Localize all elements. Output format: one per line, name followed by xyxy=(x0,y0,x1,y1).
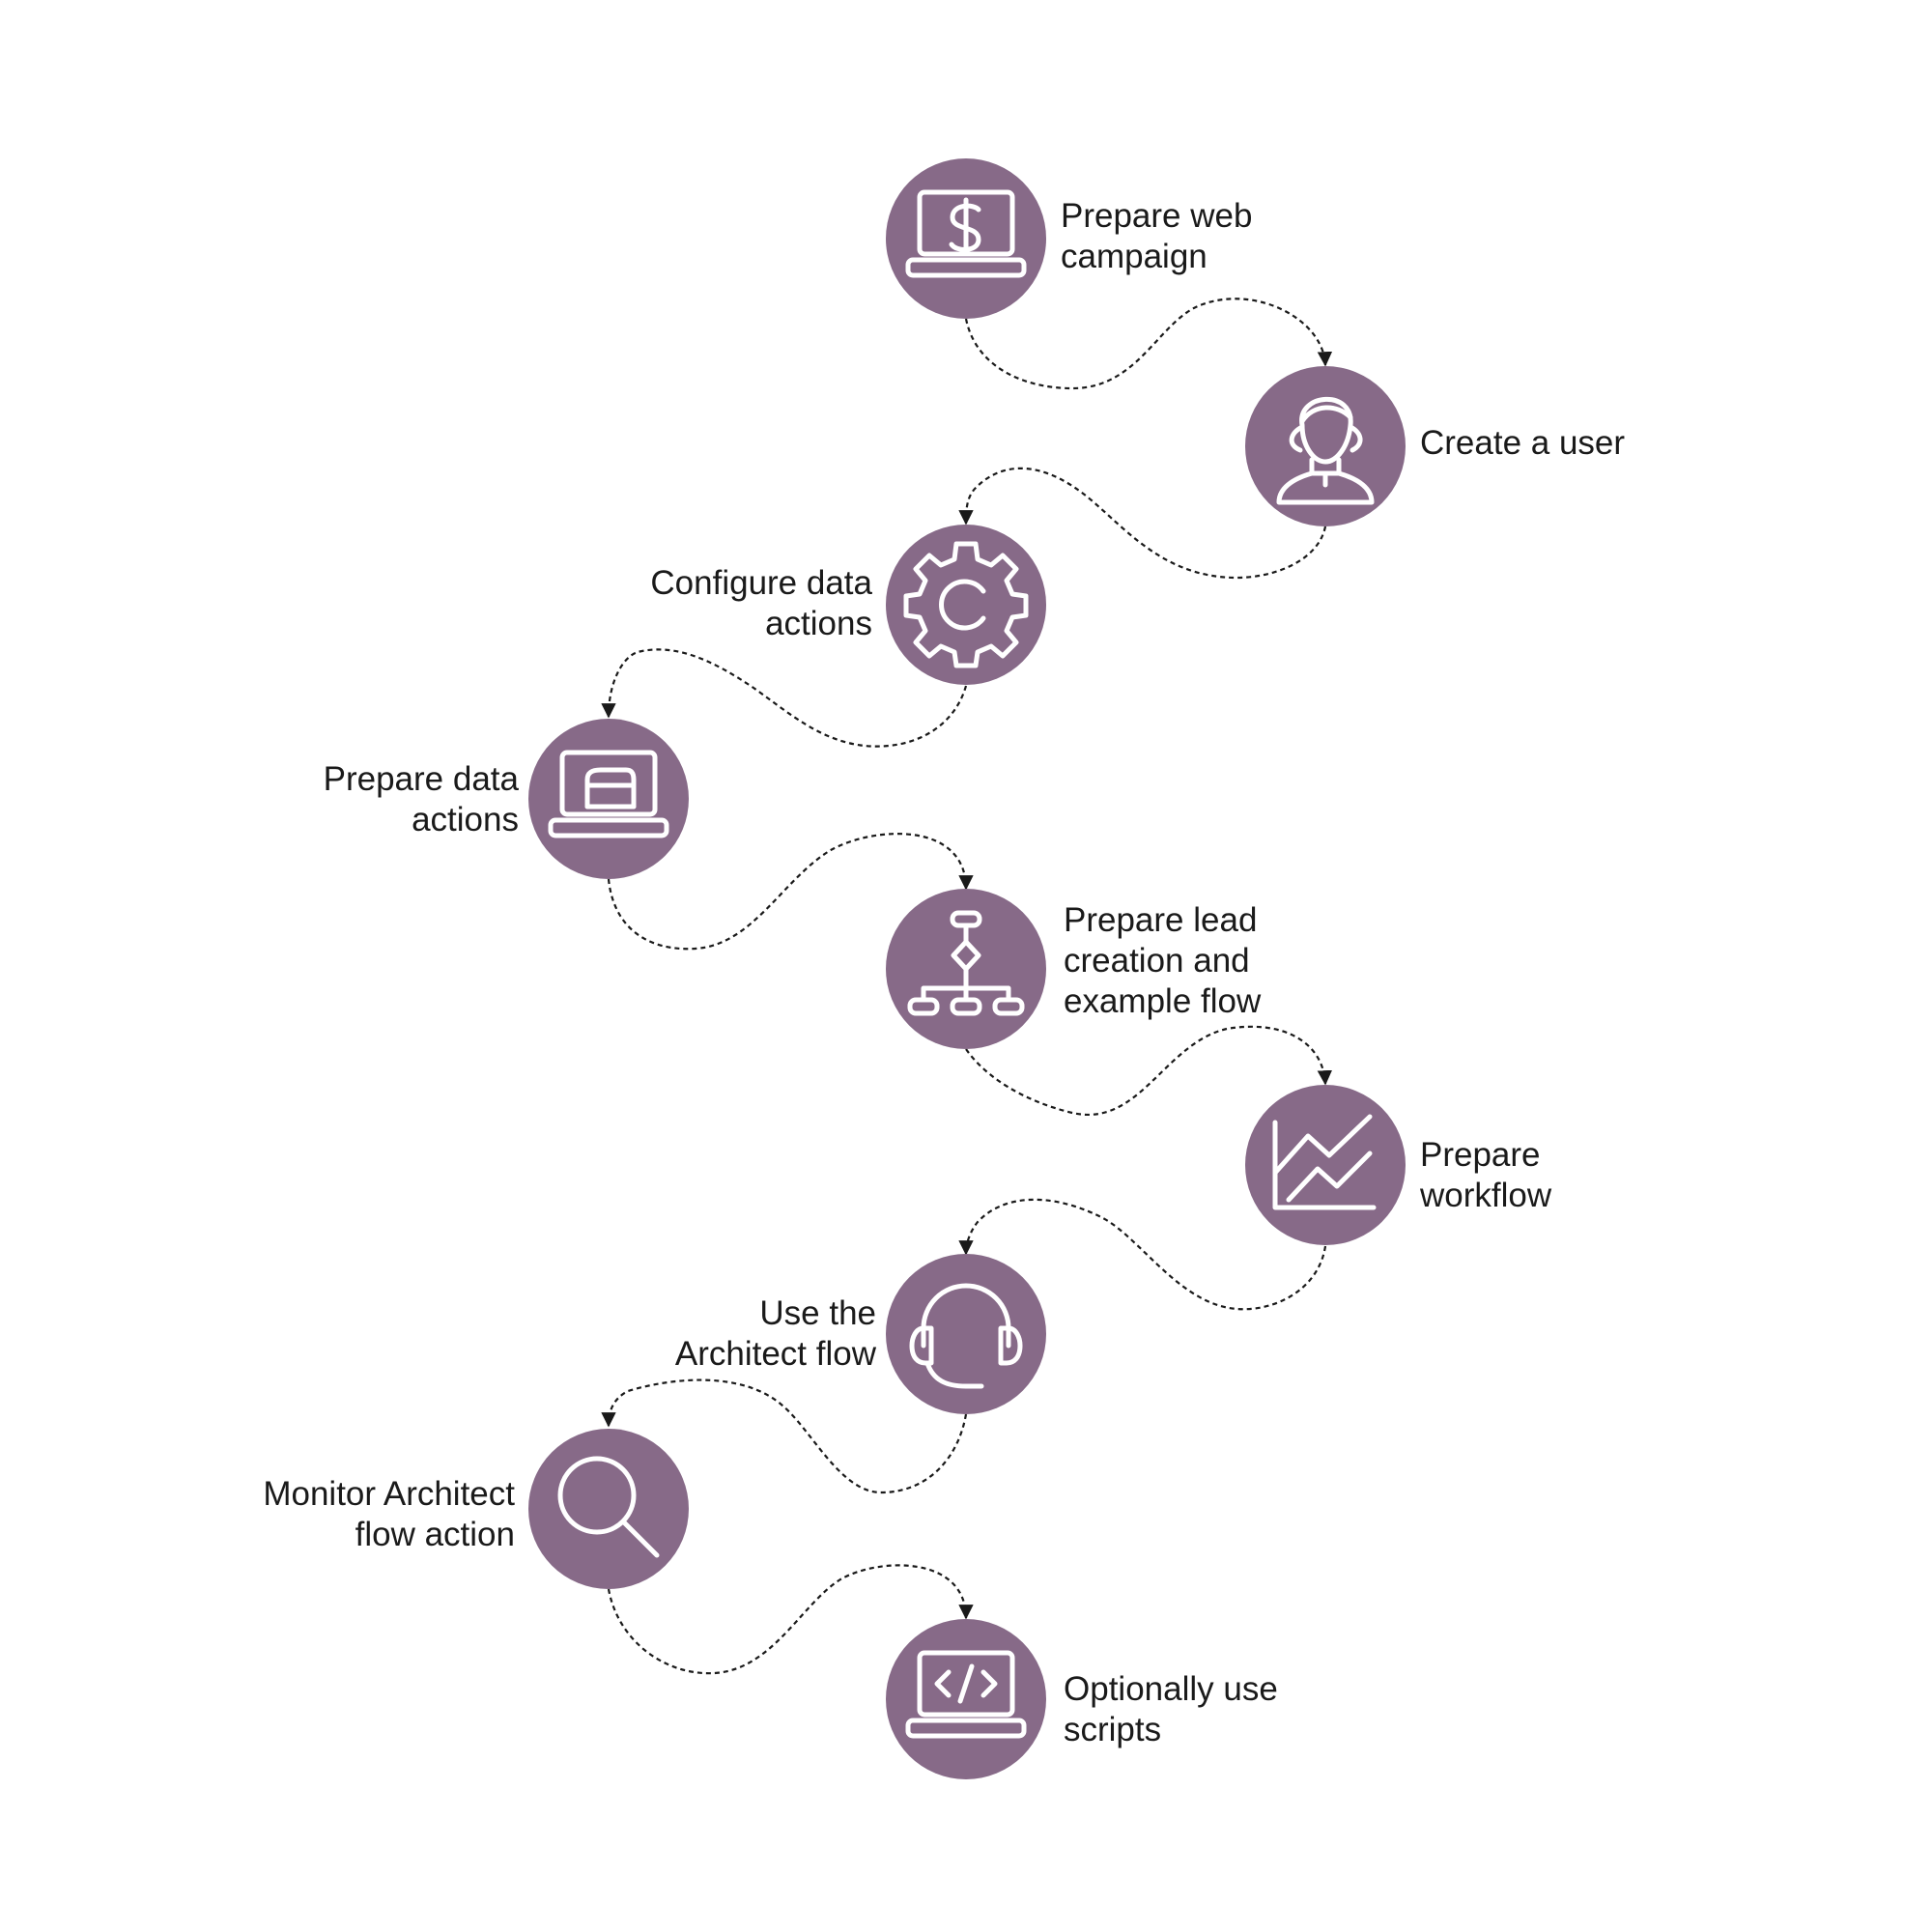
dollar-laptop-icon xyxy=(905,189,1027,278)
gear-icon xyxy=(903,541,1029,668)
step-6-label-line-1: Prepare xyxy=(1420,1136,1541,1174)
step-2-label: Create a user xyxy=(1420,423,1625,464)
flowchart-icon xyxy=(907,910,1025,1016)
line-chart-icon xyxy=(1272,1114,1377,1210)
step-5-label-line-2: creation and xyxy=(1064,942,1250,980)
step-circle-9 xyxy=(886,1619,1046,1779)
laptop-icon xyxy=(548,750,669,838)
connector-1-2 xyxy=(964,298,1333,390)
step-4-label-line-2: actions xyxy=(412,801,519,838)
step-1-label: Prepare web campaign xyxy=(1061,196,1252,277)
user-icon xyxy=(1276,396,1375,505)
code-laptop-icon xyxy=(905,1650,1027,1739)
step-4-label: Prepare data actions xyxy=(324,759,519,840)
step-7-label-line-2: Architect flow xyxy=(674,1335,876,1373)
step-circle-6 xyxy=(1245,1085,1406,1245)
step-9-label: Optionally use scripts xyxy=(1064,1669,1278,1750)
headset-icon xyxy=(909,1283,1023,1389)
step-3-label-line-1: Configure data xyxy=(650,564,872,602)
step-8-label: Monitor Architect flow action xyxy=(263,1474,515,1555)
step-9-label-line-2: scripts xyxy=(1064,1711,1162,1748)
step-7-label-line-1: Use the xyxy=(759,1294,876,1332)
step-circle-3 xyxy=(886,525,1046,685)
search-icon xyxy=(557,1456,660,1558)
step-circle-8 xyxy=(528,1429,689,1589)
connector-7-8 xyxy=(601,1378,968,1494)
connector-4-5 xyxy=(607,833,974,951)
connector-8-9 xyxy=(607,1564,974,1675)
step-7-label: Use the Architect flow xyxy=(675,1293,876,1375)
step-2-label-line-1: Create a user xyxy=(1420,424,1626,462)
step-6-label-line-2: workflow xyxy=(1420,1177,1552,1214)
connector-3-4 xyxy=(601,648,968,748)
step-9-label-line-1: Optionally use xyxy=(1064,1670,1278,1708)
step-6-label: Prepare workflow xyxy=(1420,1135,1551,1216)
connector-6-7 xyxy=(958,1198,1327,1311)
connector-2-3 xyxy=(958,467,1327,580)
step-3-label-line-2: actions xyxy=(765,605,872,642)
step-circle-7 xyxy=(886,1254,1046,1414)
step-5-label: Prepare lead creation and example flow xyxy=(1064,900,1261,1022)
step-5-label-line-3: example flow xyxy=(1064,982,1262,1020)
step-circle-4 xyxy=(528,719,689,879)
step-8-label-line-2: flow action xyxy=(355,1516,515,1553)
step-5-label-line-1: Prepare lead xyxy=(1064,901,1258,939)
step-1-label-line-2: campaign xyxy=(1061,238,1208,275)
step-4-label-line-1: Prepare data xyxy=(323,760,519,798)
connector-5-6 xyxy=(965,1025,1333,1116)
step-3-label: Configure data actions xyxy=(650,563,872,644)
step-1-label-line-1: Prepare web xyxy=(1061,197,1253,235)
step-8-label-line-1: Monitor Architect xyxy=(263,1475,515,1513)
